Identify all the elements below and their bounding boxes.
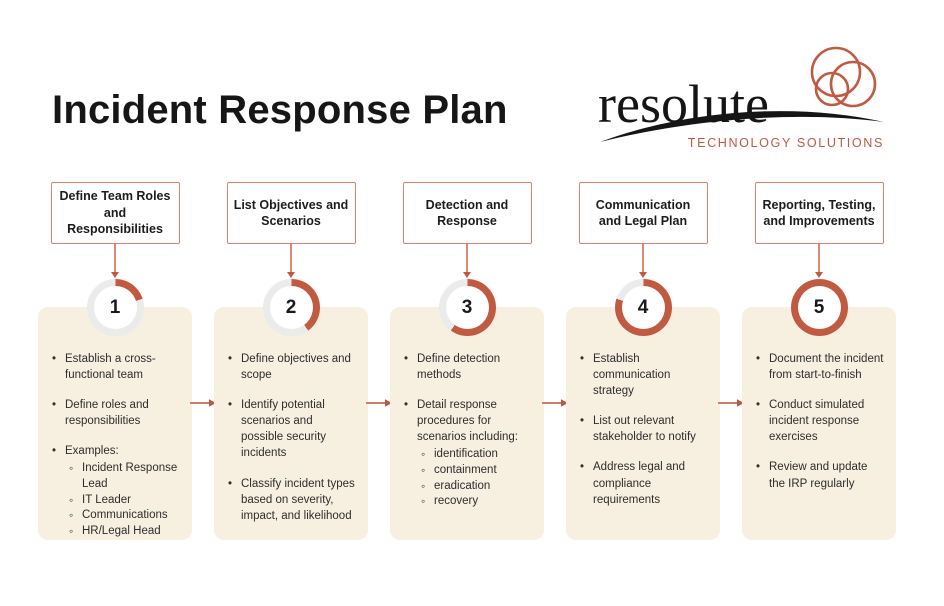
bullet-text: Review and update the IRP regularly xyxy=(769,461,868,490)
flow-arrow-right-icon xyxy=(366,399,392,407)
flow-arrow-right-icon xyxy=(542,399,568,407)
step-progress-ring: 4 xyxy=(614,279,672,336)
bullet-text: List out relevant stakeholder to notify xyxy=(593,415,696,444)
bullet-item: Identify potential scenarios and possibl… xyxy=(226,397,356,461)
bullet-item: Define roles and responsibilities xyxy=(50,397,180,429)
connector-line xyxy=(642,244,644,273)
step-bullet-list: Establish a cross-functional teamDefine … xyxy=(50,351,180,539)
step-title: Define Team Roles and Responsibilities xyxy=(59,189,171,237)
logo-tagline: TECHNOLOGY SOLUTIONS xyxy=(688,136,884,150)
step-title: Reporting, Testing, and Improvements xyxy=(762,197,876,229)
step-column: Detection and Response 3 Define detectio… xyxy=(390,182,568,540)
step-title-box: Communication and Legal Plan xyxy=(578,182,708,244)
bullet-item: Establish communication strategy xyxy=(578,351,708,399)
bullet-text: Define detection methods xyxy=(417,353,501,382)
connector-line xyxy=(466,244,468,273)
sub-bullet-item: Communications xyxy=(65,507,180,524)
flow-arrow-right-icon xyxy=(190,399,216,407)
connector-line xyxy=(114,244,116,273)
step-progress-ring: 1 xyxy=(86,279,144,336)
step-card: Establish a cross-functional teamDefine … xyxy=(38,307,192,540)
bullet-item: Define objectives and scope xyxy=(226,351,356,383)
sub-bullet-item: Incident Response Lead xyxy=(65,460,180,492)
bullet-text: Establish a cross-functional team xyxy=(65,353,156,382)
step-card: Document the incident from start-to-fini… xyxy=(742,307,896,540)
step-progress-ring: 3 xyxy=(438,279,496,336)
step-card: Establish communication strategyList out… xyxy=(566,307,720,540)
sub-bullet-list: identificationcontainmenteradicationreco… xyxy=(417,446,532,510)
step-column: Reporting, Testing, and Improvements 5 D… xyxy=(742,182,896,540)
step-progress-ring: 2 xyxy=(262,279,320,336)
step-progress-ring-inner: 4 xyxy=(621,286,665,329)
bullet-text: Establish communication strategy xyxy=(593,353,671,398)
bullet-item: Classify incident types based on severit… xyxy=(226,476,356,524)
step-progress-ring: 5 xyxy=(790,279,848,336)
bullet-text: Detail response procedures for scenarios… xyxy=(417,399,519,444)
step-bullet-list: Define objectives and scopeIdentify pote… xyxy=(226,351,356,524)
bullet-item: Document the incident from start-to-fini… xyxy=(754,351,884,383)
logo-swoosh xyxy=(600,111,884,142)
step-card: Define detection methodsDetail response … xyxy=(390,307,544,540)
bullet-text: Classify incident types based on severit… xyxy=(241,477,355,522)
bullet-item: List out relevant stakeholder to notify xyxy=(578,413,708,445)
bullet-item: Establish a cross-functional team xyxy=(50,351,180,383)
step-title-box: Define Team Roles and Responsibilities xyxy=(50,182,180,244)
arrow-down-icon xyxy=(815,272,823,278)
step-number: 5 xyxy=(813,296,825,318)
step-card: Define objectives and scopeIdentify pote… xyxy=(214,307,368,540)
step-column: Define Team Roles and Responsibilities 1… xyxy=(38,182,216,540)
step-number: 4 xyxy=(637,296,649,318)
step-progress-ring-inner: 2 xyxy=(269,286,313,329)
sub-bullet-item: eradication xyxy=(417,478,532,495)
flow-arrow-right-icon xyxy=(718,399,744,407)
steps-row: Define Team Roles and Responsibilities 1… xyxy=(38,182,896,540)
logo-circles-icon xyxy=(810,46,877,108)
step-title-box: Detection and Response xyxy=(402,182,532,244)
step-column: List Objectives and Scenarios 2 Define o… xyxy=(214,182,392,540)
sub-bullet-item: recovery xyxy=(417,493,532,510)
bullet-text: Identify potential scenarios and possibl… xyxy=(241,399,327,460)
step-title-box: Reporting, Testing, and Improvements xyxy=(754,182,884,244)
sub-bullet-item: IT Leader xyxy=(65,492,180,509)
bullet-item: Address legal and compliance requirement… xyxy=(578,459,708,507)
step-bullet-list: Document the incident from start-to-fini… xyxy=(754,351,884,492)
step-number: 1 xyxy=(109,296,121,318)
step-column: Communication and Legal Plan 4 Establish… xyxy=(566,182,744,540)
bullet-text: Define roles and responsibilities xyxy=(65,399,149,428)
bullet-item: Conduct simulated incident response exer… xyxy=(754,397,884,445)
bullet-item: Define detection methods xyxy=(402,351,532,383)
step-number: 3 xyxy=(461,296,473,318)
sub-bullet-item: identification xyxy=(417,446,532,463)
company-logo: resolute TECHNOLOGY SOLUTIONS xyxy=(598,46,884,150)
step-progress-ring-inner: 3 xyxy=(445,286,489,329)
bullet-text: Define objectives and scope xyxy=(241,353,351,382)
bullet-text: Document the incident from start-to-fini… xyxy=(769,353,884,382)
step-title-box: List Objectives and Scenarios xyxy=(226,182,356,244)
connector-line xyxy=(818,244,820,273)
bullet-text: Conduct simulated incident response exer… xyxy=(769,399,865,444)
arrow-down-icon xyxy=(111,272,119,278)
step-bullet-list: Establish communication strategyList out… xyxy=(578,351,708,508)
connector-line xyxy=(290,244,292,273)
step-title: Communication and Legal Plan xyxy=(595,197,691,229)
sub-bullet-item: HR/Legal Head xyxy=(65,523,180,540)
arrow-down-icon xyxy=(463,272,471,278)
bullet-text: Examples: xyxy=(65,445,119,458)
step-progress-ring-inner: 1 xyxy=(93,286,137,329)
bullet-text: Address legal and compliance requirement… xyxy=(593,461,686,506)
bullet-item: Examples: Incident Response LeadIT Leader… xyxy=(50,443,180,539)
step-title: Detection and Response xyxy=(425,197,509,229)
step-bullet-list: Define detection methodsDetail response … xyxy=(402,351,532,510)
step-title: List Objectives and Scenarios xyxy=(233,197,349,229)
sub-bullet-item: containment xyxy=(417,462,532,479)
sub-bullet-list: Incident Response LeadIT LeaderCommunica… xyxy=(65,460,180,540)
bullet-item: Review and update the IRP regularly xyxy=(754,459,884,491)
bullet-item: Detail response procedures for scenarios… xyxy=(402,397,532,509)
arrow-down-icon xyxy=(639,272,647,278)
step-progress-ring-inner: 5 xyxy=(797,286,841,329)
step-number: 2 xyxy=(285,296,297,318)
arrow-down-icon xyxy=(287,272,295,278)
page-title: Incident Response Plan xyxy=(52,88,508,132)
